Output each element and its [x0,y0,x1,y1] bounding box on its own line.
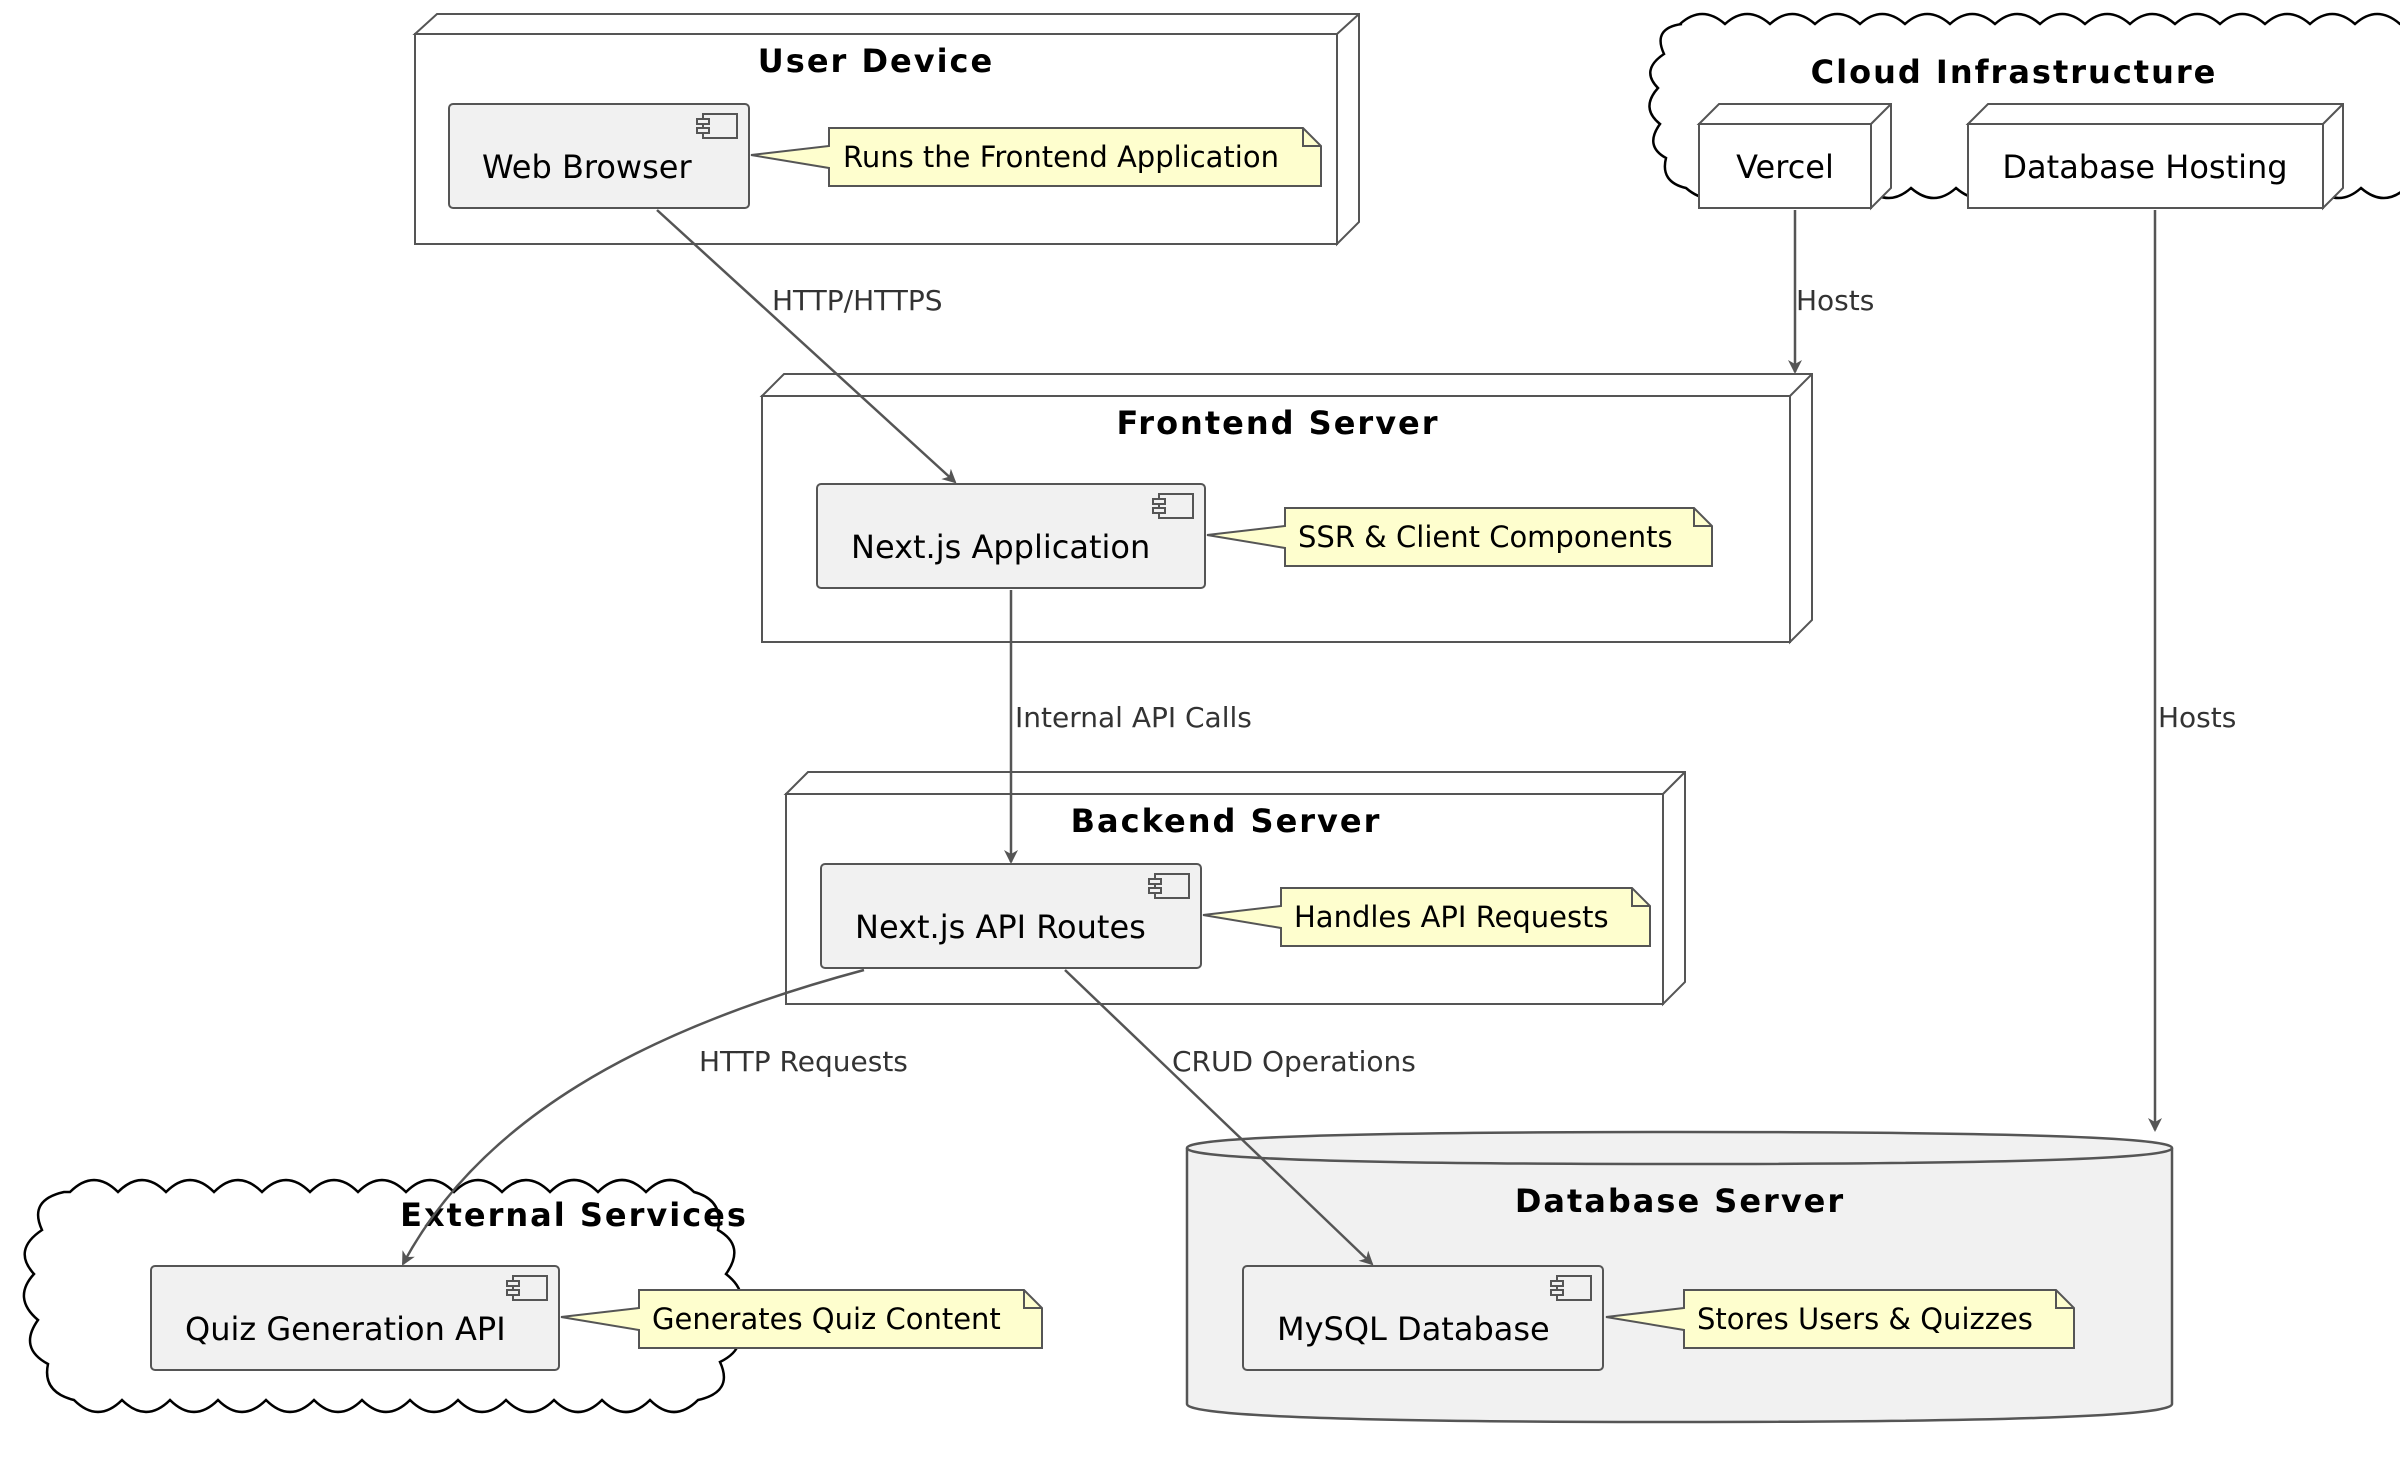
node-database-hosting[interactable]: Database Hosting [1965,103,2344,211]
backend-server-title: Backend Server [1071,802,1382,840]
edge-api-to-db-label: CRUD Operations [1172,1045,1416,1078]
edge-db-hosting-hosts: Hosts [2148,210,2236,1132]
component-nextjs-api-routes[interactable]: Next.js API Routes [820,863,1202,969]
edge-api-to-quiz-label: HTTP Requests [699,1045,908,1078]
edge-api-to-quiz: HTTP Requests [401,968,908,1266]
note-mysql-database: Stores Users & Quizzes [1605,1289,2075,1349]
component-web-browser[interactable]: Web Browser [448,103,750,209]
node-vercel[interactable]: Vercel [1696,103,1892,211]
edge-browser-to-app-label: HTTP/HTTPS [772,284,943,317]
edge-vercel-hosts: Hosts [1788,210,1874,374]
component-nextjs-application[interactable]: Next.js Application [816,483,1206,589]
quiz-generation-api-note-text: Generates Quiz Content [652,1302,1001,1336]
edge-browser-to-app: HTTP/HTTPS [656,209,957,484]
nextjs-application-note-text: SSR & Client Components [1298,520,1673,554]
cloud-infrastructure-title: Cloud Infrastructure [1811,53,2218,91]
nextjs-api-routes-note-text: Handles API Requests [1294,900,1609,934]
note-nextjs-api-routes: Handles API Requests [1202,887,1651,947]
note-web-browser: Runs the Frontend Application [750,127,1322,187]
user-device-title: User Device [758,42,994,80]
external-services-title: External Services [400,1196,748,1234]
database-hosting-label: Database Hosting [2002,148,2287,186]
note-nextjs-application: SSR & Client Components [1206,507,1713,567]
edge-vercel-hosts-label: Hosts [1796,284,1874,317]
database-server-title: Database Server [1515,1182,1845,1220]
quiz-generation-api-label: Quiz Generation API [185,1310,506,1348]
mysql-database-note-text: Stores Users & Quizzes [1697,1302,2033,1336]
nextjs-api-routes-label: Next.js API Routes [855,908,1146,946]
note-quiz-generation-api: Generates Quiz Content [560,1289,1043,1349]
nextjs-application-label: Next.js Application [851,528,1150,566]
edge-api-to-db: CRUD Operations [1064,969,1416,1266]
component-mysql-database[interactable]: MySQL Database [1242,1265,1604,1371]
web-browser-note-text: Runs the Frontend Application [843,140,1279,174]
frontend-server-title: Frontend Server [1116,404,1439,442]
web-browser-label: Web Browser [482,148,692,186]
edge-db-hosting-hosts-label: Hosts [2158,701,2236,734]
edge-app-to-api: Internal API Calls [1004,590,1252,864]
mysql-database-label: MySQL Database [1277,1310,1550,1348]
edge-app-to-api-label: Internal API Calls [1015,701,1252,734]
vercel-label: Vercel [1736,148,1834,186]
component-quiz-generation-api[interactable]: Quiz Generation API [150,1265,560,1371]
